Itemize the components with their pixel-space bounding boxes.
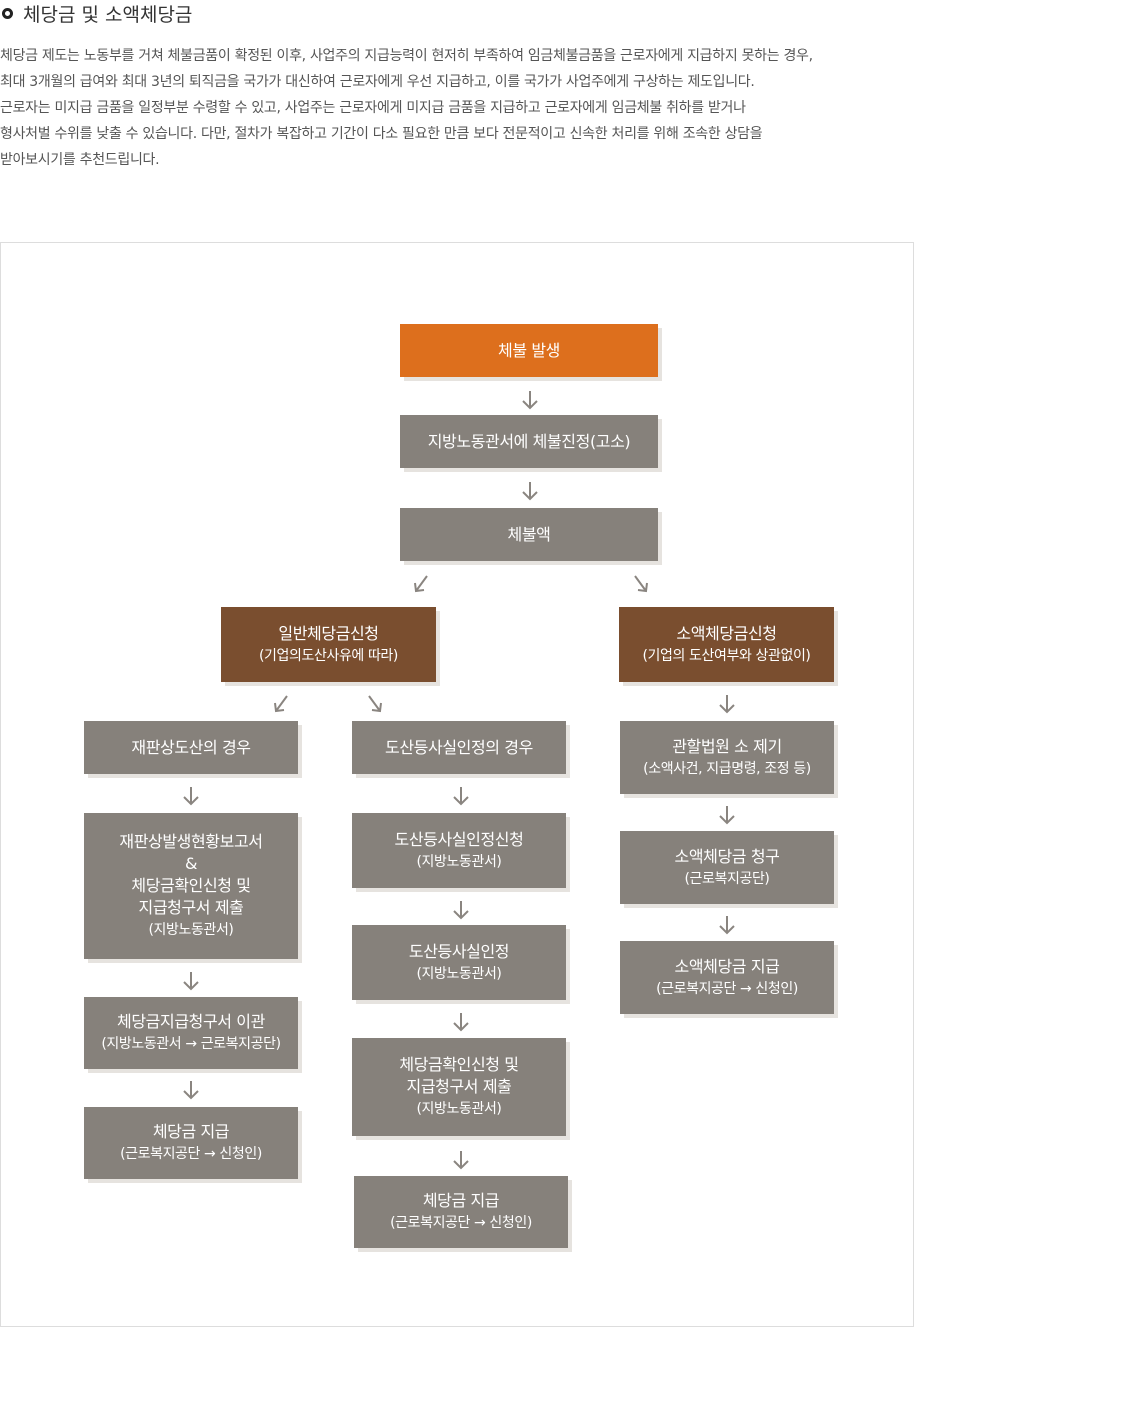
arrow-down-icon: [452, 1011, 470, 1033]
node-title: 지급청구서 제출: [406, 1077, 512, 1096]
node-title: 체당금 지급: [422, 1191, 500, 1210]
intro-line: 최대 3개월의 급여와 최대 3년의 퇴직금을 국가가 대신하여 근로자에게 우…: [0, 74, 755, 90]
node-arrears-occur: 체불 발생: [400, 324, 658, 377]
node-title: 재판상도산의 경우: [131, 737, 251, 757]
arrow-down-icon: [182, 970, 200, 992]
node-title: 체당금 지급: [152, 1122, 230, 1141]
node-subtitle: (근로복지공단 → 신청인): [656, 980, 798, 997]
node-subtitle: (지방노동관서): [148, 922, 234, 938]
node-general-substitute-pay: 일반체당금신청 (기업의도산사유에 따라): [221, 607, 436, 682]
arrow-down-icon: [452, 899, 470, 921]
node-small-payment: 소액체당금 지급 (근로복지공단 → 신청인): [620, 941, 834, 1014]
node-title: 관할법원 소 제기: [672, 736, 782, 756]
arrow-down-icon: [521, 389, 539, 411]
intro-paragraph: 체당금 제도는 노동부를 거쳐 체불금품이 확정된 이후, 사업주의 지급능력이…: [0, 43, 1000, 173]
arrow-down-icon: [452, 785, 470, 807]
arrow-down-icon: [718, 914, 736, 936]
node-title: 소액체당금 청구: [674, 846, 780, 866]
node-fact-payment: 체당금 지급 (근로복지공단 → 신청인): [354, 1176, 568, 1248]
node-subtitle: (근로복지공단): [684, 870, 770, 887]
intro-line: 받아보시기를 추천드립니다.: [0, 152, 160, 168]
section-heading: 체당금 및 소액체당금: [0, 0, 192, 26]
node-title: &: [184, 854, 198, 873]
node-title: 체당금지급청구서 이관: [117, 1012, 265, 1031]
node-title: 지급청구서 제출: [138, 898, 244, 917]
arrow-down-icon: [521, 480, 539, 502]
arrow-down-icon: [718, 804, 736, 826]
node-subtitle: (기업의 도산여부와 상관없이): [642, 647, 811, 664]
node-title: 일반체당금신청: [278, 623, 379, 643]
node-arrears-amount: 체불액: [400, 508, 658, 561]
node-subtitle: (기업의도산사유에 따라): [259, 647, 398, 664]
intro-line: 근로자는 미지급 금품을 일정부분 수령할 수 있고, 사업주는 근로자에게 미…: [0, 100, 746, 116]
node-labor-complaint: 지방노동관서에 체불진정(고소): [400, 415, 658, 468]
node-fact-recognition: 도산등사실인정의 경우: [352, 721, 566, 774]
arrow-down-right-icon: [365, 693, 385, 715]
node-title: 체당금확인신청 및: [131, 876, 251, 895]
node-title: 체불 발생: [498, 340, 560, 360]
node-title: 도산등사실인정: [408, 941, 510, 961]
intro-line: 형사처벌 수위를 낮출 수 있습니다. 다만, 절차가 복잡하고 기간이 다소 …: [0, 126, 763, 142]
circle-bullet-icon: [2, 7, 13, 19]
node-subtitle: (지방노동관서): [416, 1101, 502, 1117]
node-title: 소액체당금신청: [676, 623, 777, 643]
arrow-down-icon: [182, 1079, 200, 1101]
node-title: 도산등사실인정의 경우: [385, 737, 533, 757]
arrow-down-left-icon: [271, 693, 291, 715]
node-title: 지방노동관서에 체불진정(고소): [427, 431, 631, 451]
arrow-down-icon: [452, 1149, 470, 1171]
node-title: 체당금확인신청 및: [399, 1055, 519, 1074]
page-title: 체당금 및 소액체당금: [23, 3, 193, 26]
node-fact-application: 도산등사실인정신청 (지방노동관서): [352, 813, 566, 888]
intro-line: 체당금 제도는 노동부를 거쳐 체불금품이 확정된 이후, 사업주의 지급능력이…: [0, 48, 813, 64]
node-court-claim-transfer: 체당금지급청구서 이관 (지방노동관서 → 근로복지공단): [84, 997, 298, 1069]
node-subtitle: (지방노동관서 → 근로복지공단): [101, 1036, 281, 1052]
node-court-payment: 체당금 지급 (근로복지공단 → 신청인): [84, 1107, 298, 1179]
node-subtitle: (근로복지공단 → 신청인): [390, 1215, 532, 1231]
node-title: 재판상발생현황보고서: [119, 832, 263, 851]
arrow-down-icon: [182, 785, 200, 807]
node-title: 도산등사실인정신청: [394, 829, 524, 849]
node-fact-approved: 도산등사실인정 (지방노동관서): [352, 925, 566, 1000]
node-small-substitute-pay: 소액체당금신청 (기업의 도산여부와 상관없이): [619, 607, 834, 682]
node-title: 체불액: [507, 524, 551, 544]
arrow-down-icon: [718, 693, 736, 715]
node-subtitle: (소액사건, 지급명령, 조정 등): [643, 760, 811, 777]
arrow-down-left-icon: [411, 573, 431, 595]
node-title: 소액체당금 지급: [674, 956, 780, 976]
node-subtitle: (지방노동관서): [416, 965, 502, 982]
node-subtitle: (근로복지공단 → 신청인): [120, 1146, 262, 1162]
node-court-bankruptcy: 재판상도산의 경우: [84, 721, 298, 774]
node-court-report-submit: 재판상발생현황보고서 & 체당금확인신청 및 지급청구서 제출 (지방노동관서): [84, 813, 298, 959]
node-fact-claim-submit: 체당금확인신청 및 지급청구서 제출 (지방노동관서): [352, 1038, 566, 1136]
flowchart: 체불 발생 지방노동관서에 체불진정(고소) 체불액 일반체당금신청 (기업의도…: [0, 242, 914, 1327]
arrow-down-right-icon: [631, 573, 651, 595]
node-subtitle: (지방노동관서): [416, 853, 502, 870]
node-small-claim: 소액체당금 청구 (근로복지공단): [620, 831, 834, 904]
node-small-court-filing: 관할법원 소 제기 (소액사건, 지급명령, 조정 등): [620, 721, 834, 794]
